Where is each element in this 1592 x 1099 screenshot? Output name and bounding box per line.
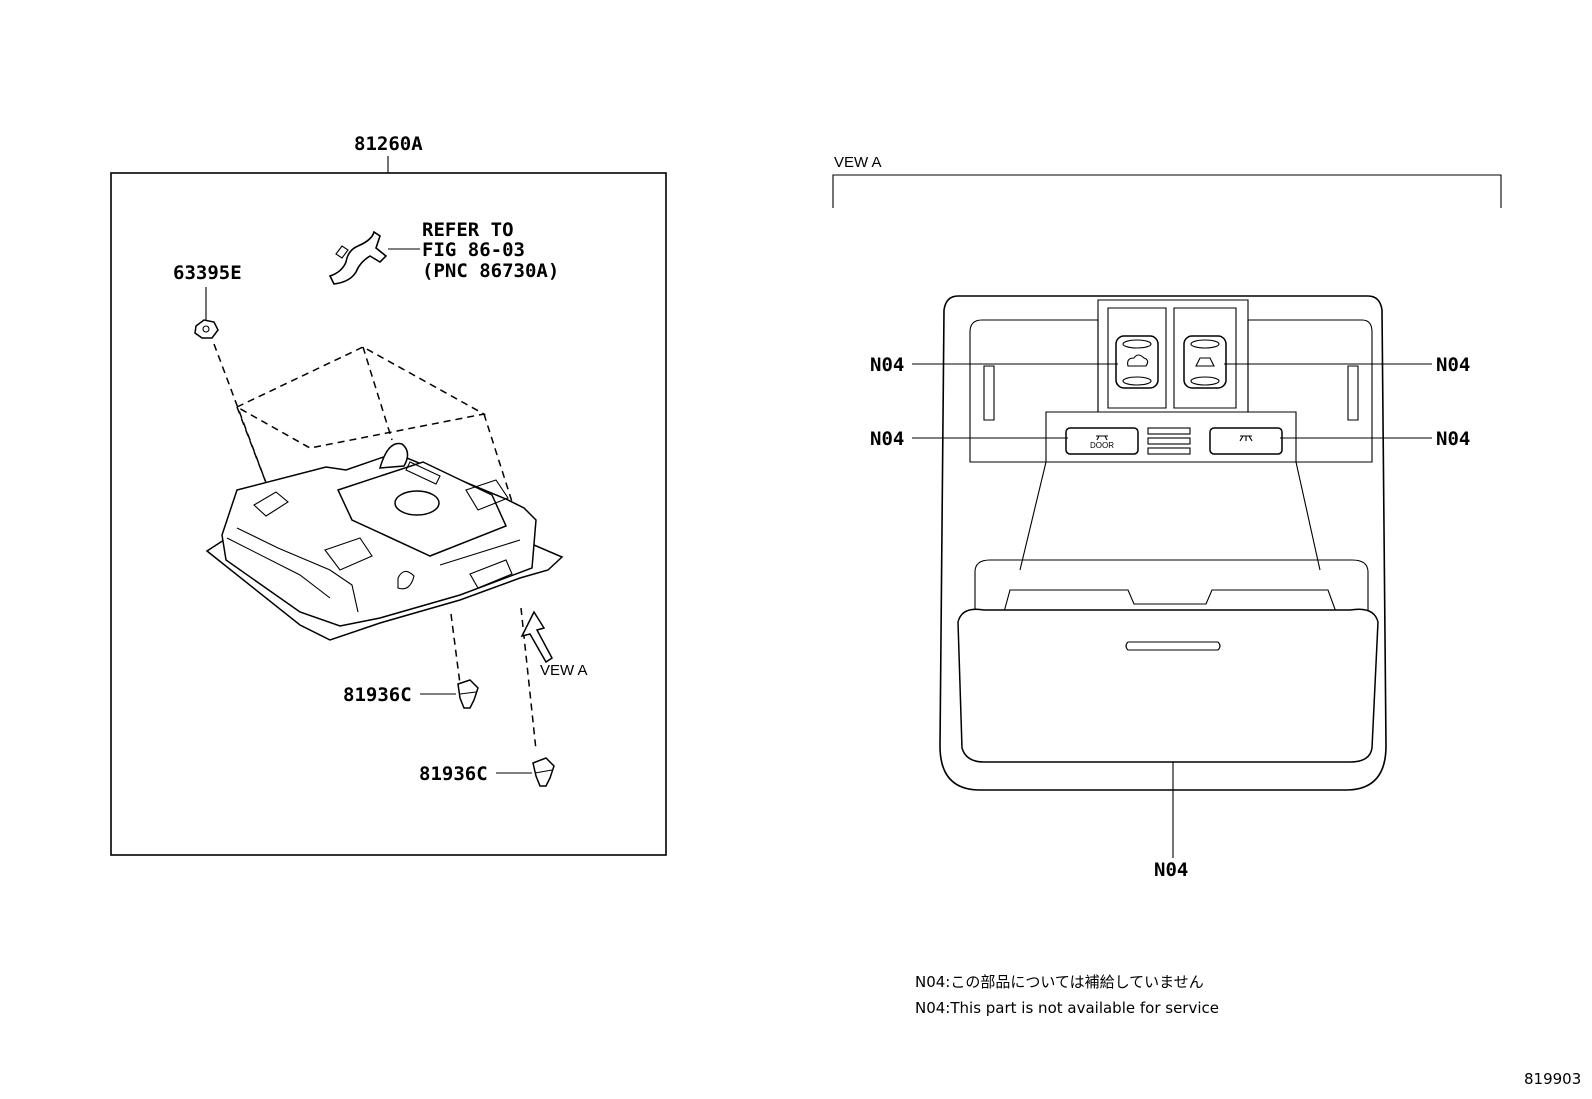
view-arrow-label: VEW A [540, 662, 588, 679]
door-button-text: DOOR [1090, 441, 1114, 450]
cloud-icon [1127, 354, 1149, 367]
part-label-63395E: 63395E [173, 262, 242, 284]
sunroof-switch [1183, 335, 1227, 389]
refer-line-3: (PNC 86730A) [422, 260, 559, 282]
callout-mid-right: N04 [1436, 428, 1470, 450]
callout-mid-left: N04 [870, 428, 904, 450]
assembly-frame [110, 172, 667, 856]
callout-top-right: N04 [1436, 354, 1470, 376]
overhead-console [939, 295, 1387, 791]
refer-line-2: FIG 86-03 [422, 239, 525, 261]
view-a-arrow-icon [520, 610, 553, 664]
figure-number: 819903 [1524, 1070, 1581, 1088]
refer-line-1: REFER TO [422, 219, 514, 241]
dome-light-assembly [205, 442, 564, 641]
clip-icon-1 [457, 679, 479, 709]
roof-icon [1195, 357, 1215, 367]
view-title: VEW A [834, 154, 882, 171]
map-light-button [1209, 427, 1283, 455]
lamp-icon [1096, 435, 1108, 441]
note-english: N04:This part is not available for servi… [915, 999, 1219, 1017]
lamp-icon-2 [1239, 435, 1253, 442]
door-light-button: DOOR [1065, 427, 1139, 455]
clip-icon-2 [532, 757, 555, 787]
wire-harness-icon [328, 230, 388, 285]
callout-top-left: N04 [870, 354, 904, 376]
nut-icon [194, 319, 219, 339]
left-panel: 81260A REFER TO FIG 86-03 (PNC 86730A) 6… [110, 133, 667, 856]
view-bracket [832, 174, 1502, 208]
assembly-label-81260A: 81260A [354, 133, 423, 155]
part-label-81936C-1: 81936C [343, 684, 412, 706]
part-label-81936C-2: 81936C [419, 763, 488, 785]
note-japanese: N04:この部品については補給していません [915, 973, 1204, 991]
front-dome-switch [1115, 335, 1159, 389]
right-panel: VEW A [832, 154, 1502, 881]
assembly-dashed-lines [213, 343, 537, 751]
callout-bottom: N04 [1154, 859, 1188, 881]
